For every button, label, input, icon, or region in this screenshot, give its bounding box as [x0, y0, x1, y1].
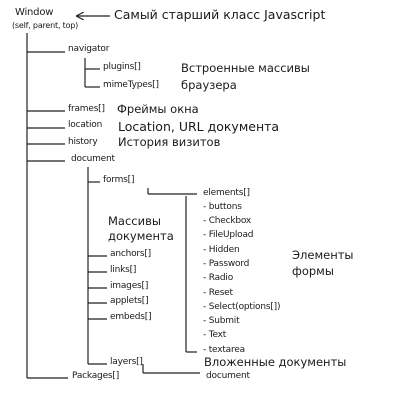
node-forms: forms[]: [103, 175, 135, 185]
node-packages: Packages[]: [72, 371, 120, 381]
element-item: - Text: [203, 330, 227, 340]
node-applets: applets[]: [110, 296, 149, 306]
node-history: history: [68, 137, 98, 147]
node-frames: frames[]: [68, 104, 105, 114]
note-doc-arrays-line1: Массивы: [108, 214, 161, 228]
node-location: location: [68, 120, 103, 130]
node-links: links[]: [110, 265, 137, 275]
element-item: - Submit: [203, 316, 240, 326]
node-images: images[]: [110, 281, 149, 291]
note-navigator-line1: Встроенные массивы: [181, 61, 310, 75]
element-item: - Radio: [203, 273, 233, 283]
node-embeds: embeds[]: [110, 312, 152, 322]
note-history: История визитов: [118, 135, 221, 149]
element-item: - Reset: [203, 288, 233, 298]
element-item: - Select(options[]): [203, 302, 281, 312]
element-item: - Checkbox: [203, 216, 252, 226]
note-form-elements-line1: Элементы: [292, 248, 354, 262]
node-mimetypes: mimeTypes[]: [103, 80, 159, 90]
node-window-sub: (self, parent, top): [12, 21, 79, 30]
note-doc-arrays-line2: документа: [108, 229, 174, 243]
node-navigator: navigator: [68, 44, 110, 54]
note-frames: Фреймы окна: [117, 102, 199, 116]
element-item: - buttons: [203, 202, 242, 212]
node-document: document: [71, 154, 115, 164]
note-layers-line1: Вложенные документы: [204, 355, 347, 369]
note-form-elements-line2: формы: [292, 264, 334, 278]
node-layers: layers[]: [110, 357, 143, 367]
element-item: - Password: [203, 259, 250, 269]
note-navigator-line2: браузера: [181, 78, 237, 92]
element-item: - FileUpload: [203, 230, 254, 240]
node-window: Window: [15, 7, 54, 18]
note-location: Location, URL документа: [118, 119, 280, 134]
node-elements: elements[]: [203, 188, 250, 198]
element-item: - textarea: [203, 345, 245, 355]
element-item: - Hidden: [203, 245, 240, 255]
node-anchors: anchors[]: [110, 249, 151, 259]
note-layers-line2: document: [206, 371, 250, 381]
note-window: Самый старший класс Javascript: [114, 7, 326, 22]
node-plugins: plugins[]: [103, 62, 141, 72]
